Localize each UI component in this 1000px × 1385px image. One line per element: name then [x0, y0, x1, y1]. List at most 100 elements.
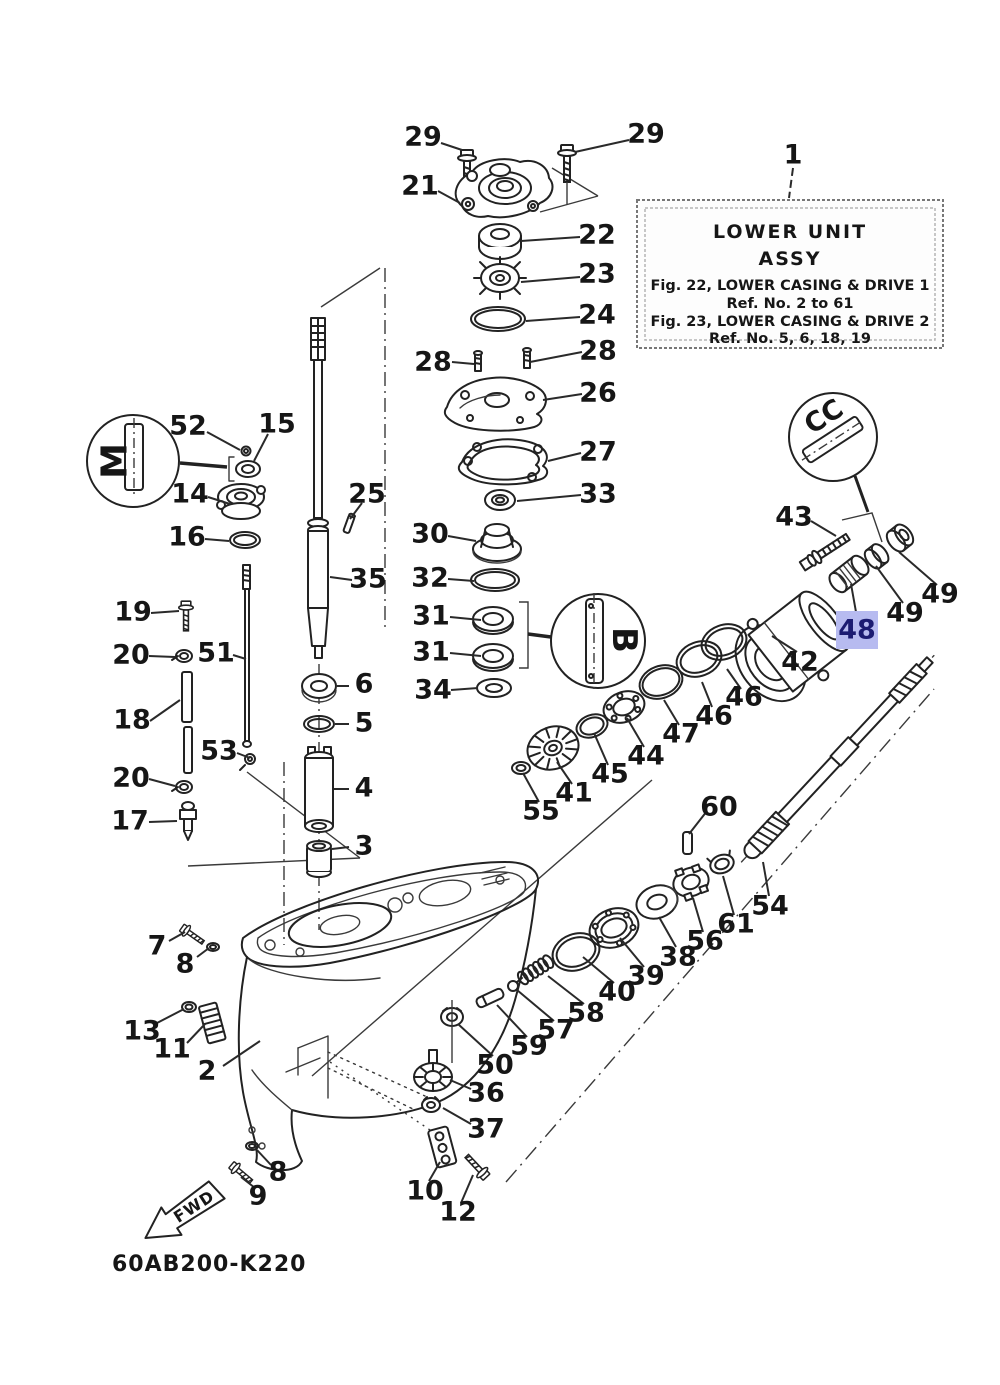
part-14-pump-base [216, 483, 266, 520]
part-22-seal-cup [478, 223, 522, 260]
part-5-oring [303, 715, 335, 733]
part-52-clip [240, 445, 252, 457]
part-label-28[interactable]: 28 [579, 336, 617, 367]
part-38-washer [635, 884, 679, 920]
part-label-13[interactable]: 13 [123, 1016, 161, 1047]
part-label-49[interactable]: 49 [921, 579, 959, 610]
part-60-pin [682, 831, 693, 855]
part-label-43[interactable]: 43 [775, 502, 813, 533]
part-label-59[interactable]: 59 [510, 1031, 548, 1062]
part-label-1[interactable]: 1 [784, 140, 803, 171]
part-49-bearing [885, 523, 915, 553]
part-label-7[interactable]: 7 [148, 931, 167, 962]
part-label-57[interactable]: 57 [537, 1015, 575, 1046]
part-label-51[interactable]: 51 [197, 638, 235, 669]
bracket-43-group [841, 512, 883, 543]
part-label-14[interactable]: 14 [171, 479, 209, 510]
part-label-39[interactable]: 39 [627, 961, 665, 992]
part-label-12[interactable]: 12 [439, 1197, 477, 1228]
part-label-50[interactable]: 50 [476, 1050, 514, 1081]
part-label-5[interactable]: 5 [355, 708, 374, 739]
part-label-2[interactable]: 2 [198, 1056, 217, 1087]
part-label-3[interactable]: 3 [355, 831, 374, 862]
part-label-32[interactable]: 32 [411, 563, 449, 594]
part-23-impeller [473, 256, 527, 300]
part-label-31[interactable]: 31 [412, 601, 450, 632]
part-label-46[interactable]: 46 [695, 701, 733, 732]
part-10-bracket [427, 1125, 458, 1169]
part-label-40[interactable]: 40 [598, 977, 636, 1008]
part-label-30[interactable]: 30 [411, 519, 449, 550]
diagram-code: 60AB200-K220 [112, 1252, 306, 1277]
part-label-29[interactable]: 29 [627, 119, 665, 150]
part-label-55[interactable]: 55 [522, 796, 560, 827]
part-label-27[interactable]: 27 [579, 437, 617, 468]
part-label-18[interactable]: 18 [113, 705, 151, 736]
part-label-23[interactable]: 23 [578, 259, 616, 290]
part-label-37[interactable]: 37 [467, 1114, 505, 1145]
part-42-bearing-carrier [734, 590, 850, 703]
part-label-54[interactable]: 54 [751, 891, 789, 922]
part-11-anode [198, 1001, 227, 1045]
part-label-29[interactable]: 29 [404, 122, 442, 153]
part-label-45[interactable]: 45 [591, 759, 629, 790]
part-13-nut [181, 1001, 197, 1013]
info-box-line-3: Fig. 23, LOWER CASING & DRIVE 2 [650, 314, 929, 330]
part-label-9[interactable]: 9 [249, 1181, 268, 1212]
part-label-38[interactable]: 38 [659, 942, 697, 973]
pointer-left-magnifier [179, 461, 228, 469]
part-6-bushing [301, 673, 337, 703]
part-label-20[interactable]: 20 [112, 640, 150, 671]
part-label-42[interactable]: 42 [781, 647, 819, 678]
part-label-44[interactable]: 44 [627, 741, 665, 772]
part-label-25[interactable]: 25 [348, 479, 386, 510]
part-30-seal-housing [472, 523, 522, 564]
part-46-shim-outer [700, 623, 748, 661]
part-label-17[interactable]: 17 [111, 806, 149, 837]
part-label-22[interactable]: 22 [578, 220, 616, 251]
part-28-stud-right [522, 347, 532, 369]
part-label-35[interactable]: 35 [349, 564, 387, 595]
part-28-stud-left [473, 350, 483, 372]
part-18-tube [181, 671, 193, 774]
part-label-61[interactable]: 61 [717, 909, 755, 940]
magnifier-center-mark: B [604, 627, 644, 653]
part-label-52[interactable]: 52 [169, 411, 207, 442]
part-33-seal [484, 489, 516, 511]
part-label-41[interactable]: 41 [555, 778, 593, 809]
part-label-53[interactable]: 53 [200, 736, 238, 767]
info-box-line-1: Fig. 22, LOWER CASING & DRIVE 1 [650, 278, 929, 294]
part-label-6[interactable]: 6 [355, 669, 374, 700]
part-label-58[interactable]: 58 [567, 998, 605, 1029]
part-label-20[interactable]: 20 [112, 763, 150, 794]
part-54-propeller-shaft [740, 651, 938, 863]
part-label-8[interactable]: 8 [269, 1157, 288, 1188]
part-label-60[interactable]: 60 [700, 792, 738, 823]
part-label-4[interactable]: 4 [355, 773, 374, 804]
part-label-16[interactable]: 16 [168, 522, 206, 553]
part-20-clamp-lower [171, 780, 193, 794]
part-label-56[interactable]: 56 [686, 926, 724, 957]
part-label-26[interactable]: 26 [579, 378, 617, 409]
part-label-36[interactable]: 36 [467, 1078, 505, 1109]
part-label-28[interactable]: 28 [414, 347, 452, 378]
part-43-bolt [798, 532, 851, 572]
part-label-11[interactable]: 11 [153, 1034, 191, 1065]
part-53-clip [239, 753, 256, 771]
part-label-46[interactable]: 46 [725, 682, 763, 713]
part-label-48[interactable]: 48 [838, 615, 876, 646]
part-label-49[interactable]: 49 [886, 598, 924, 629]
part-label-10[interactable]: 10 [406, 1176, 444, 1207]
info-box: LOWER UNIT ASSY Fig. 22, LOWER CASING & … [636, 199, 944, 349]
part-label-8[interactable]: 8 [176, 949, 195, 980]
part-label-19[interactable]: 19 [114, 597, 152, 628]
part-label-15[interactable]: 15 [258, 409, 296, 440]
part-label-21[interactable]: 21 [401, 171, 439, 202]
part-label-24[interactable]: 24 [578, 300, 616, 331]
part-51-shift-rod [242, 564, 252, 748]
part-label-33[interactable]: 33 [579, 479, 617, 510]
part-label-34[interactable]: 34 [414, 675, 452, 706]
part-label-47[interactable]: 47 [662, 719, 700, 750]
part-44-bearing [602, 690, 646, 724]
part-label-31[interactable]: 31 [412, 637, 450, 668]
